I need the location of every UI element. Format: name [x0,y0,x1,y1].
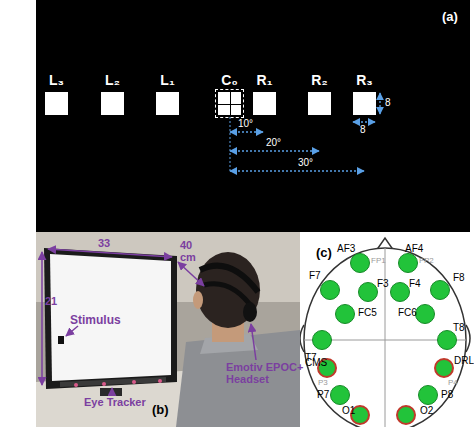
leader-arrow [111,388,113,396]
angle-dimension: 10° [238,119,253,130]
electrode-label: O1 [342,406,355,416]
electrode: AF3 [350,253,370,273]
electrode-label: FP2 [419,257,434,265]
position-label: L₃ [49,73,64,87]
monitor-stand [100,388,122,396]
callout-label: Emotiv EPOC+ Headset [226,362,304,385]
angle-dimension-line [230,170,364,171]
monitor-screen [50,254,171,381]
office-wall [36,232,300,427]
electrode-label: FP1 [371,257,386,265]
electrode-label: P7 [317,390,329,400]
tracker-marker [132,380,136,384]
electrode: F7 [320,280,340,300]
electrode-label: T8 [453,323,465,333]
width-dimension: 33 [98,238,110,250]
angle-dimension: 30° [298,158,313,169]
monitor-bezel [44,248,177,389]
position-label: L₁ [160,73,174,87]
electrode-label: F8 [453,273,465,283]
height-dimension-line [41,252,43,385]
angle-dimension: 20° [266,138,281,149]
electrode: P7 [330,385,350,405]
electrode: DRL [434,358,454,378]
stimulus-screen [36,0,470,232]
callout-label: Stimulus [70,314,121,327]
electrode-label: F7 [309,271,321,281]
head-outline [304,248,466,427]
electrode-label: F3 [377,279,389,289]
headset-pod [243,302,257,322]
distance-dimension: 40 cm [180,240,202,263]
stimulus-square: L₃ [45,92,68,115]
tracker-marker [158,379,162,383]
position-label: R₃ [356,73,373,87]
electrode: FC6 [415,304,435,324]
leader-arrow [66,326,78,336]
electrode: P8 [418,385,438,405]
center-guide-line [230,117,231,172]
electrode: CMS [317,358,337,378]
stimulus-target [58,336,64,344]
size-dimension: 8 [385,98,391,109]
electrode: FC5 [335,304,355,324]
person-ear [193,291,203,309]
electrode-label: F4 [409,279,421,289]
stimulus-square: R₂ [308,92,331,115]
position-label: L₂ [105,73,120,87]
electrode: F8 [430,280,450,300]
electrode-label: CMS [305,358,327,368]
electrode: O1 [350,405,370,425]
electrode-label: P8 [441,390,453,400]
position-label: R₂ [311,73,327,87]
leader-arrow [251,324,256,360]
tracker-marker [102,382,106,386]
callout-label: Eye Tracker [84,397,146,409]
electrode-label: AF4 [405,244,423,254]
electrode-label: P3 [318,379,328,387]
position-label: R₁ [257,73,273,87]
panel-label: (c) [316,246,332,260]
width-dimension-line [48,249,172,257]
electrode-label: O2 [420,406,433,416]
angle-dimension-line [230,150,319,151]
stimulus-square: L₂ [101,92,124,115]
stimulus-square: C₀ [218,92,241,115]
stimulus-square: R₁ [253,92,276,115]
stimulus-square: R₃ [353,92,376,115]
position-label: C₀ [221,73,237,87]
angle-dimension-line [230,131,263,132]
electrode-label: FC5 [358,308,377,318]
electrode: T7 [312,330,332,350]
electrode: F4 [390,282,410,302]
electrode: F3 [358,282,378,302]
height-dimension: 21 [45,296,57,308]
distance-dimension-line [178,262,204,286]
size-dimension: 8 [360,125,366,136]
stimulus-square: L₁ [156,92,179,115]
size-dimension-line [379,93,380,114]
panel-label: (a) [442,10,458,24]
fixation-cross [218,104,241,105]
electrode-label: P4 [448,379,458,387]
eye-tracker-bar [60,377,166,387]
electrode-label: DRL [454,356,474,366]
panel-label: (b) [152,403,169,417]
electrode: T8 [437,330,457,350]
electrode-label: AF3 [337,244,355,254]
midline [385,248,386,427]
person-head [196,252,260,328]
electrode-label: FC6 [398,308,417,318]
tracker-marker [74,383,78,387]
electrode: O2 [396,405,416,425]
electrode: AF4 [398,253,418,273]
size-dimension-line [353,121,375,122]
